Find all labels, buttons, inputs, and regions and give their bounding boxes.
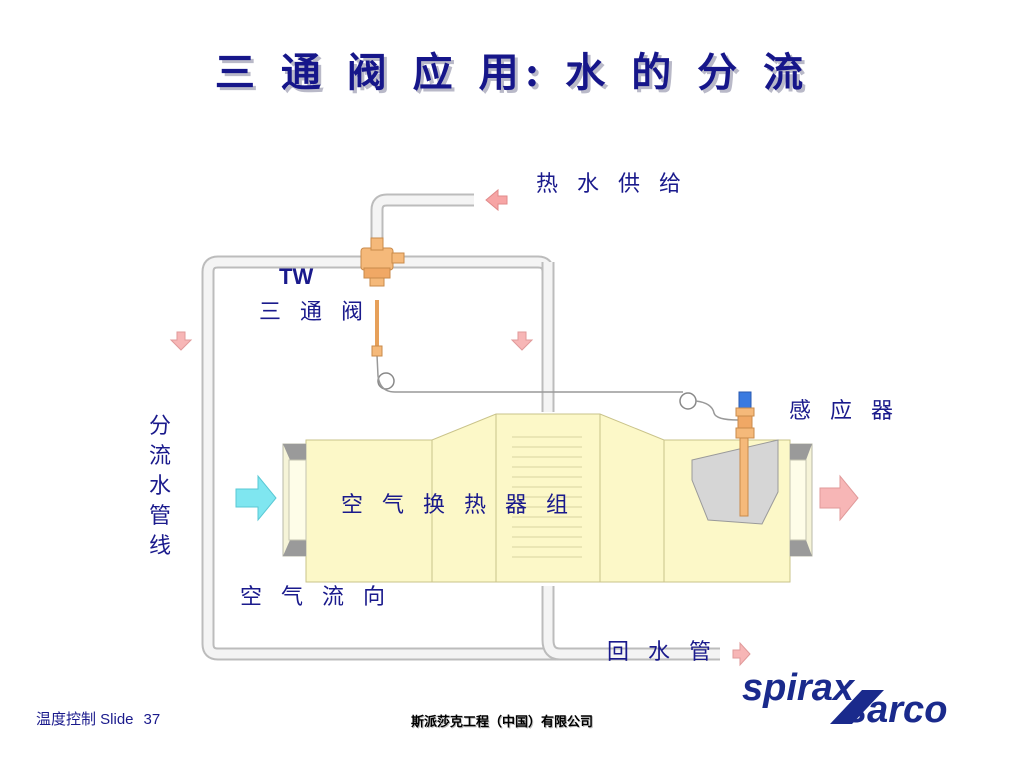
coil-fins — [512, 436, 582, 558]
heat-exchanger-label: 空 气 换 热 器 组 — [341, 493, 574, 518]
sensor-label: 感 应 器 — [789, 399, 899, 424]
bypass-flow-down-arrow-icon — [169, 331, 193, 351]
slide-number: 37 — [143, 711, 161, 728]
capillary-tube — [375, 300, 739, 421]
svg-text:spirax: spirax — [742, 667, 856, 709]
supply-pipe — [370, 193, 561, 661]
tw-label: TW — [279, 264, 314, 289]
three-way-valve-label: 三 通 阀 — [259, 300, 369, 325]
supply-flow-down-arrow-icon — [510, 331, 534, 351]
spirax-sarco-logo: spirax sarco — [742, 667, 947, 731]
outlet-frame — [789, 443, 813, 557]
hot-water-supply-arrow-icon — [485, 188, 508, 212]
svg-text:sarco: sarco — [846, 689, 947, 731]
air-flow-label: 空 气 流 向 — [240, 585, 391, 610]
sensor-housing — [691, 439, 779, 525]
return-pipe-label: 回 水 管 — [607, 640, 717, 665]
inlet-frame — [282, 443, 307, 557]
section-name: 温度控制 Slide — [36, 711, 134, 728]
air-inlet-arrow-icon — [235, 474, 277, 522]
bypass-pipe-label: 分流水管线 — [148, 414, 171, 559]
slide-title: 三 通 阀 应 用: 水 的 分 流 — [214, 49, 810, 96]
slide-footer: 温度控制 Slide 37 — [36, 708, 160, 729]
hot-water-supply-label: 热 水 供 给 — [536, 172, 687, 197]
air-heat-exchanger — [282, 413, 813, 583]
return-flow-arrow-icon — [732, 641, 751, 667]
air-outlet-arrow-icon — [819, 474, 859, 522]
temperature-sensor — [735, 391, 755, 517]
company-name: 斯派莎克工程（中国）有限公司 — [410, 715, 593, 730]
three-way-valve — [360, 237, 405, 357]
